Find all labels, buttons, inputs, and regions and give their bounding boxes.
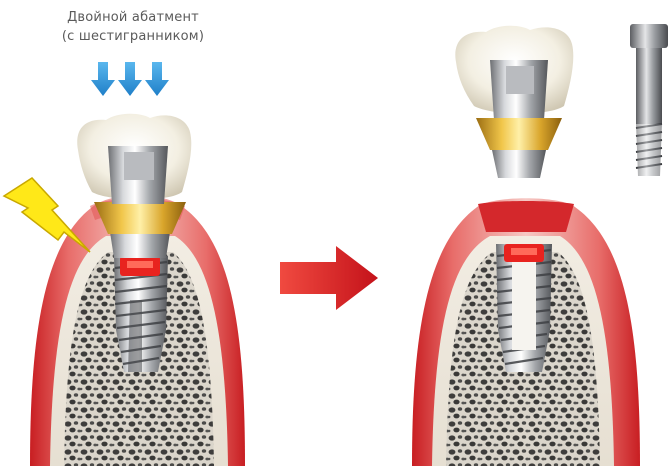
socket-right xyxy=(478,201,574,232)
right-implant-assembly xyxy=(412,24,668,466)
gold-collar-left xyxy=(94,202,186,234)
abutment-face-right xyxy=(506,66,534,94)
arrow-down-icon xyxy=(91,62,115,96)
abutment-screw xyxy=(630,24,668,176)
force-arrows xyxy=(91,62,169,96)
lightning-icon xyxy=(4,178,90,252)
implant-body-right xyxy=(496,244,552,372)
hex-highlight-left xyxy=(127,261,153,268)
arrow-down-icon xyxy=(118,62,142,96)
abutment-neck-left xyxy=(110,232,170,258)
abutment-face-left xyxy=(124,152,154,180)
transition-arrow-icon xyxy=(280,246,378,310)
hex-highlight-right xyxy=(511,248,537,255)
left-implant-assembly xyxy=(30,114,245,466)
gold-collar-right xyxy=(476,118,562,150)
removed-crown-assembly xyxy=(455,26,573,178)
arrow-down-icon xyxy=(145,62,169,96)
screw-channel-right xyxy=(512,250,536,350)
abutment-neck-right xyxy=(492,150,546,178)
